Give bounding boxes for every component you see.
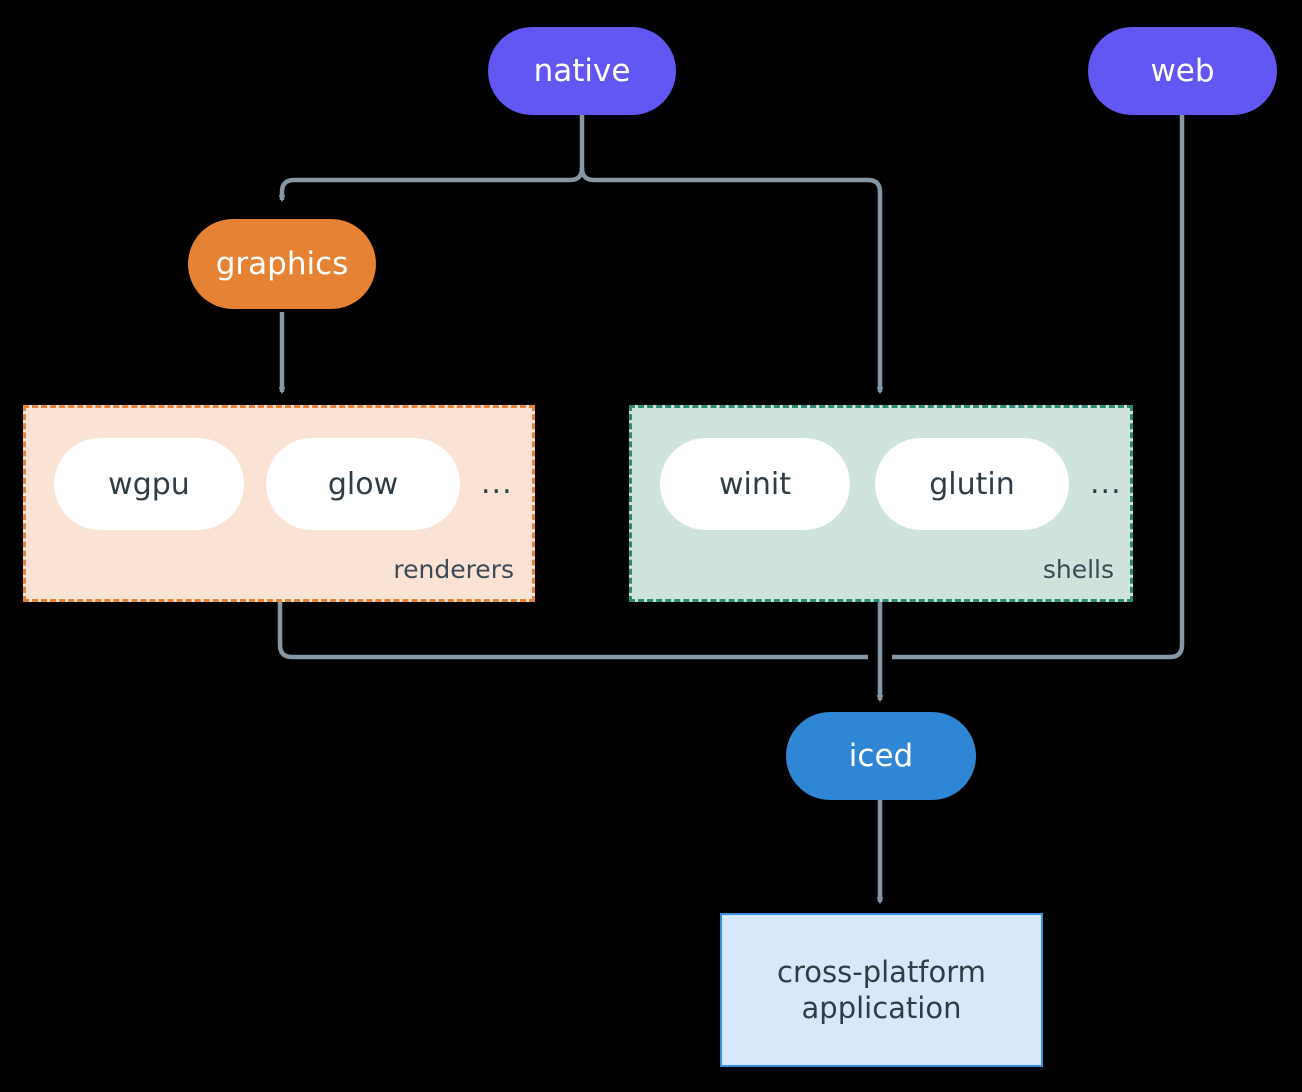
leaf-winit[interactable]: winit bbox=[660, 438, 850, 530]
node-graphics-label: graphics bbox=[215, 245, 349, 282]
group-shells: winit glutin ... shells bbox=[629, 405, 1133, 602]
leaf-wgpu[interactable]: wgpu bbox=[54, 438, 244, 530]
edge-renderers-iced bbox=[277, 602, 868, 660]
application-line-2: application bbox=[801, 991, 962, 1025]
application-line-1: cross-platform bbox=[777, 954, 986, 989]
edge-native-split bbox=[278, 112, 884, 395]
node-iced-label: iced bbox=[848, 737, 914, 774]
leaf-wgpu-label: wgpu bbox=[108, 466, 190, 502]
node-web-label: web bbox=[1150, 52, 1215, 89]
leaf-glow[interactable]: glow bbox=[266, 438, 460, 530]
leaf-glutin[interactable]: glutin bbox=[875, 438, 1069, 530]
node-iced[interactable]: iced bbox=[786, 712, 976, 800]
node-native[interactable]: native bbox=[488, 27, 676, 115]
node-application[interactable]: cross-platform application bbox=[720, 913, 1043, 1067]
group-renderers-label: renderers bbox=[393, 555, 514, 584]
node-native-label: native bbox=[533, 52, 631, 89]
node-graphics[interactable]: graphics bbox=[188, 219, 376, 309]
renderers-ellipsis: ... bbox=[481, 466, 513, 501]
leaf-glutin-label: glutin bbox=[929, 466, 1015, 502]
node-web[interactable]: web bbox=[1088, 27, 1277, 115]
edge-web-iced bbox=[892, 112, 1185, 660]
group-shells-label: shells bbox=[1042, 555, 1114, 584]
shells-ellipsis: ... bbox=[1090, 466, 1122, 501]
leaf-winit-label: winit bbox=[719, 466, 791, 502]
leaf-glow-label: glow bbox=[327, 466, 399, 502]
group-renderers: wgpu glow ... renderers bbox=[23, 405, 535, 602]
